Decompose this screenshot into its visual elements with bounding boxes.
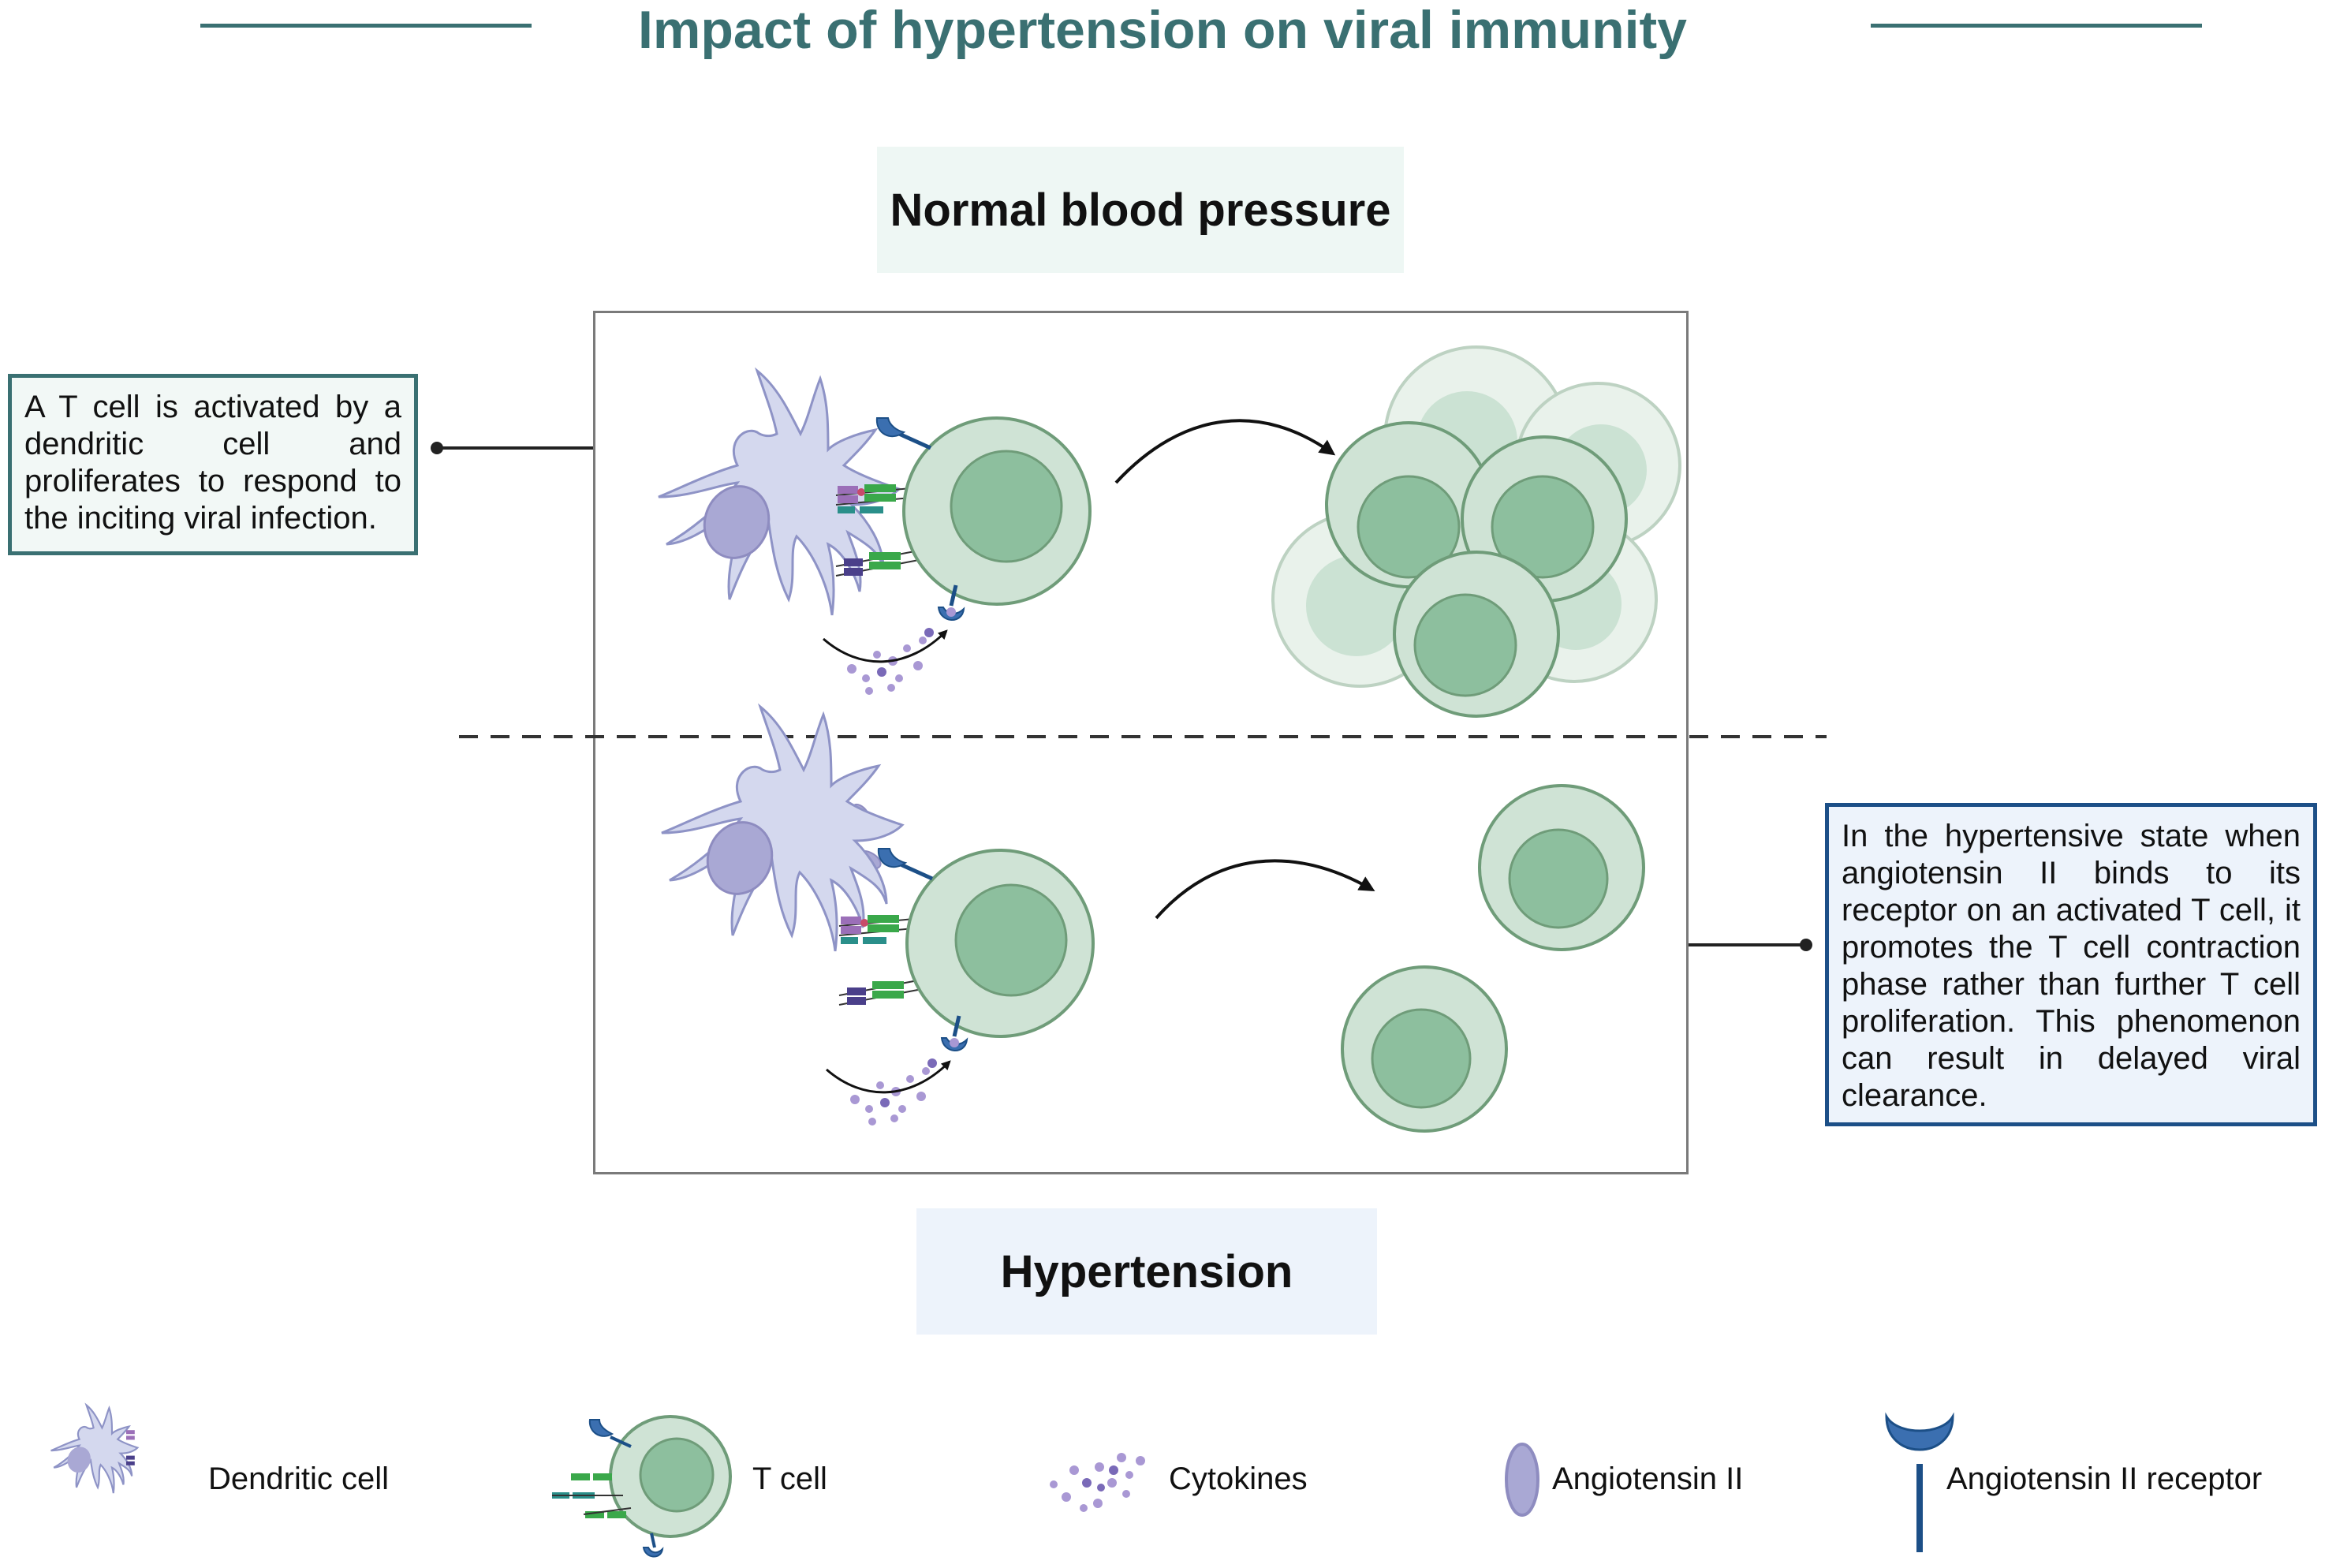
bottom-angiotensin-receptor-1 <box>877 848 934 881</box>
bottom-contraction-arrow <box>1155 859 1375 920</box>
bottom-receptor-complex-1 <box>838 915 923 944</box>
legend-t-cell-icon <box>552 1415 732 1558</box>
legend-cytokines-label: Cytokines <box>1169 1462 1308 1496</box>
legend-angiotensin-ii-label: Angiotensin II <box>1552 1462 1744 1496</box>
top-angiotensin-receptor-2 <box>937 584 965 621</box>
right-connector <box>1689 939 1812 951</box>
contracted-t-cell-2 <box>1341 965 1508 1133</box>
legend-angiotensin-ii-receptor-icon <box>1885 1412 1954 1552</box>
page-title: Impact of hypertension on viral immunity <box>638 0 1687 60</box>
proliferating-t-cell-cluster <box>1271 345 1681 718</box>
top-angiotensin-receptor-1 <box>875 417 932 450</box>
bottom-receptor-complex-2 <box>838 979 923 1006</box>
bottom-t-cell <box>905 849 1095 1038</box>
normal-bp-label: Normal blood pressure <box>877 147 1404 273</box>
top-proliferation-arrow <box>1114 419 1336 484</box>
legend-t-cell-label: T cell <box>752 1462 827 1496</box>
left-connector <box>431 442 593 454</box>
bottom-dendritic-cell <box>661 703 905 952</box>
contracted-t-cell-1 <box>1478 784 1645 951</box>
top-t-cell <box>902 416 1092 606</box>
top-receptor-complex-2 <box>835 550 920 577</box>
left-note: A T cell is activated by a dendritic cel… <box>8 374 418 555</box>
legend-dendritic-cell-icon <box>50 1402 140 1494</box>
bottom-cytokine-arrow <box>826 1060 951 1094</box>
title-rule-left <box>200 24 532 28</box>
top-dendritic-cell <box>658 367 901 616</box>
legend-angiotensin-ii-icon <box>1505 1443 1539 1517</box>
title-rule-right <box>1871 24 2202 28</box>
right-note-text: In the hypertensive state when angiotens… <box>1842 819 2301 1113</box>
hypertension-label: Hypertension <box>916 1208 1377 1335</box>
bottom-cytokines <box>850 1058 937 1126</box>
left-note-text: A T cell is activated by a dendritic cel… <box>24 390 401 536</box>
right-note: In the hypertensive state when angiotens… <box>1825 803 2317 1126</box>
bottom-angiotensin-receptor-2 <box>940 1015 968 1051</box>
top-cytokines <box>847 628 934 695</box>
top-cytokine-arrow <box>823 629 948 663</box>
legend-cytokines-icon <box>1050 1453 1145 1512</box>
legend-dendritic-cell-label: Dendritic cell <box>208 1462 389 1496</box>
legend-angiotensin-ii-receptor-label: Angiotensin II receptor <box>1946 1462 2263 1496</box>
